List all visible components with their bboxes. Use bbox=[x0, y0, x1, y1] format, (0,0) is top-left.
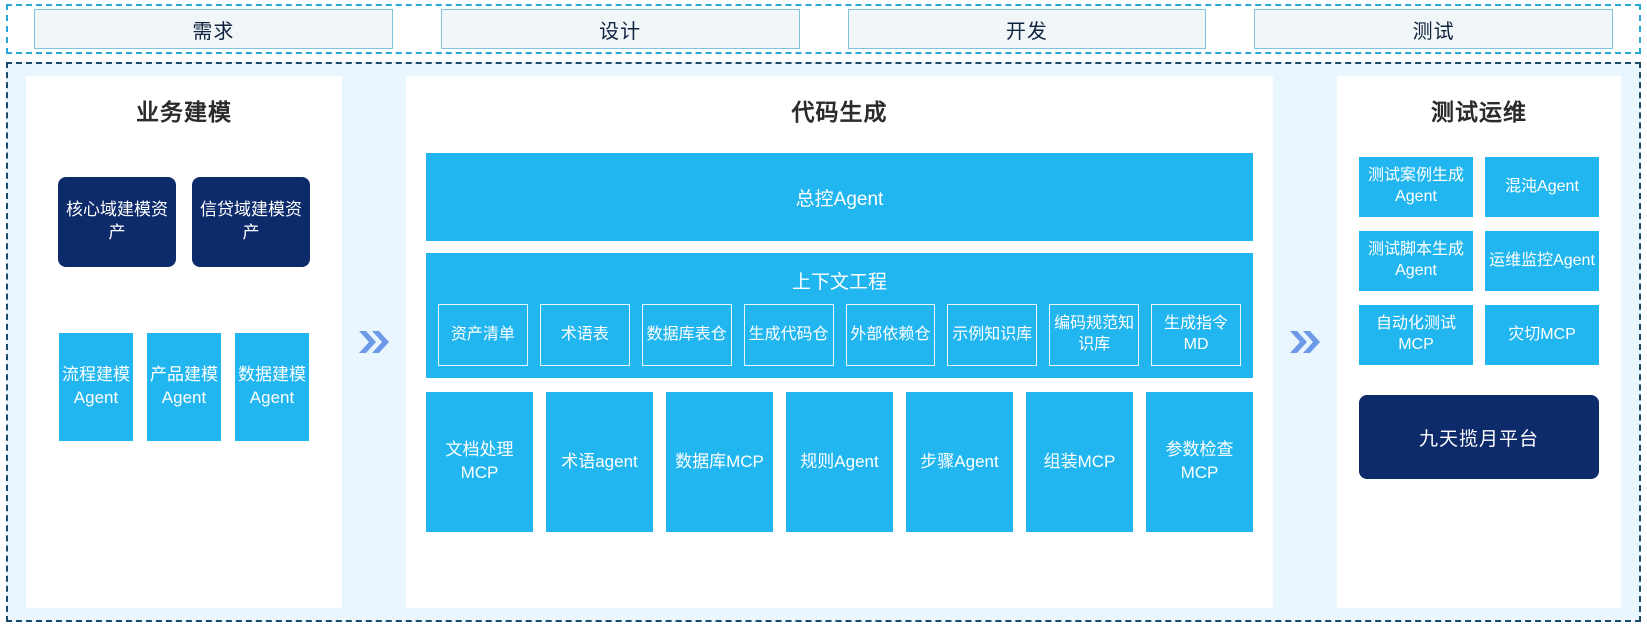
phase-label: 需求 bbox=[192, 20, 235, 43]
panel-business-modeling: 业务建模 核心域建模资产 信贷域建模资产 流程建模Agent 产品建模Agent… bbox=[26, 76, 342, 608]
tool-database-mcp[interactable]: 数据库MCP bbox=[666, 392, 773, 532]
panel-title-business-modeling: 业务建模 bbox=[136, 99, 232, 125]
tool-step-agent[interactable]: 步骤Agent bbox=[906, 392, 1013, 532]
mcp-disaster-switch[interactable]: 灾切MCP bbox=[1485, 305, 1599, 365]
panel-title-code-generation: 代码生成 bbox=[791, 99, 888, 125]
asset-credit-domain[interactable]: 信贷域建模资产 bbox=[192, 177, 310, 267]
platform-jiutian-lanyue[interactable]: 九天揽月平台 bbox=[1359, 395, 1599, 479]
context-item-external-dependency-repo[interactable]: 外部依赖仓 bbox=[845, 304, 936, 366]
context-item-generated-code-repo[interactable]: 生成代码仓 bbox=[743, 304, 834, 366]
flow-arrow-right bbox=[1273, 76, 1337, 608]
agent-test-case-generation[interactable]: 测试案例生成Agent bbox=[1359, 157, 1473, 217]
modeling-agent-row: 流程建模Agent 产品建模Agent 数据建模Agent bbox=[26, 333, 342, 441]
panel-code-generation: 代码生成 总控Agent 上下文工程 资产清单 术语表 数据库表仓 生成代码仓 … bbox=[406, 76, 1273, 608]
context-item-db-table-repo[interactable]: 数据库表仓 bbox=[641, 304, 732, 366]
phase-box-design[interactable]: 设计 bbox=[440, 9, 800, 49]
agent-process-modeling[interactable]: 流程建模Agent bbox=[59, 333, 133, 441]
phase-box-testing[interactable]: 测试 bbox=[1254, 9, 1613, 49]
tool-row: 文档处理MCP 术语agent 数据库MCP 规则Agent 步骤Agent 组… bbox=[426, 392, 1253, 532]
tool-rule-agent[interactable]: 规则Agent bbox=[786, 392, 893, 532]
agent-ops-monitoring[interactable]: 运维监控Agent bbox=[1485, 231, 1599, 291]
agent-product-modeling[interactable]: 产品建模Agent bbox=[147, 333, 221, 441]
phase-box-development[interactable]: 开发 bbox=[847, 9, 1207, 49]
asset-row: 核心域建模资产 信贷域建模资产 bbox=[26, 177, 342, 267]
phase-label: 开发 bbox=[1005, 20, 1048, 43]
phase-bar: 需求 设计 开发 测试 bbox=[6, 4, 1641, 54]
master-control-agent[interactable]: 总控Agent bbox=[426, 153, 1253, 241]
tool-glossary-agent[interactable]: 术语agent bbox=[546, 392, 653, 532]
context-item-example-knowledge-base[interactable]: 示例知识库 bbox=[947, 304, 1038, 366]
panel-title-test-ops: 测试运维 bbox=[1431, 99, 1527, 125]
tool-document-processing-mcp[interactable]: 文档处理MCP bbox=[426, 392, 533, 532]
agent-test-script-generation[interactable]: 测试脚本生成Agent bbox=[1359, 231, 1473, 291]
asset-core-domain[interactable]: 核心域建模资产 bbox=[58, 177, 176, 267]
tool-assembly-mcp[interactable]: 组装MCP bbox=[1026, 392, 1133, 532]
phase-label: 设计 bbox=[599, 20, 642, 43]
mcp-automated-testing[interactable]: 自动化测试MCP bbox=[1359, 305, 1473, 365]
context-item-list: 资产清单 术语表 数据库表仓 生成代码仓 外部依赖仓 示例知识库 编码规范知识库… bbox=[438, 304, 1241, 366]
flow-arrow-left bbox=[342, 76, 406, 608]
agent-chaos[interactable]: 混沌Agent bbox=[1485, 157, 1599, 217]
double-chevron-right-icon bbox=[1290, 331, 1320, 353]
context-engineering-title: 上下文工程 bbox=[791, 272, 887, 293]
agent-data-modeling[interactable]: 数据建模Agent bbox=[235, 333, 309, 441]
architecture-frame: 业务建模 核心域建模资产 信贷域建模资产 流程建模Agent 产品建模Agent… bbox=[6, 62, 1641, 622]
panel-test-ops: 测试运维 测试案例生成Agent 混沌Agent 测试脚本生成Agent 运维监… bbox=[1337, 76, 1621, 608]
context-item-generation-instruction-md[interactable]: 生成指令MD bbox=[1151, 304, 1241, 366]
test-ops-grid: 测试案例生成Agent 混沌Agent 测试脚本生成Agent 运维监控Agen… bbox=[1359, 157, 1599, 365]
phase-box-requirements[interactable]: 需求 bbox=[34, 9, 393, 49]
tool-parameter-check-mcp[interactable]: 参数检查MCP bbox=[1146, 392, 1253, 532]
context-engineering-block: 上下文工程 资产清单 术语表 数据库表仓 生成代码仓 外部依赖仓 示例知识库 编… bbox=[426, 253, 1253, 378]
double-chevron-right-icon bbox=[359, 331, 389, 353]
phase-label: 测试 bbox=[1412, 20, 1455, 43]
context-item-coding-standard-knowledge-base[interactable]: 编码规范知识库 bbox=[1049, 304, 1140, 366]
context-item-glossary[interactable]: 术语表 bbox=[539, 304, 630, 366]
context-item-asset-list[interactable]: 资产清单 bbox=[438, 304, 528, 366]
